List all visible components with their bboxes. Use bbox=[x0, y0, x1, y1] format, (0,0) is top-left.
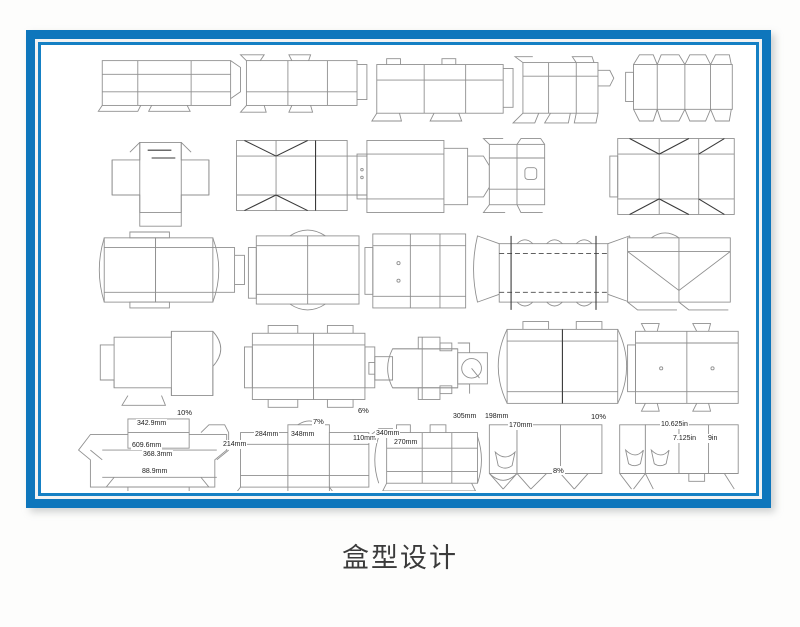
artboard-frame: .l { fill:none; stroke:#8f8f8f; stroke-w… bbox=[26, 30, 771, 508]
dimension-label-c3: 340mm bbox=[375, 429, 401, 438]
dimension-label-b3: 348mm bbox=[290, 430, 316, 439]
dieline-r2c4 bbox=[482, 138, 546, 213]
dieline-sheet: .l { fill:none; stroke:#8f8f8f; stroke-w… bbox=[43, 47, 754, 491]
dimension-label-c4: 270mm bbox=[393, 438, 419, 447]
dieline-r5c4 bbox=[488, 424, 603, 490]
dimension-label-e2: 10.625in bbox=[660, 420, 689, 429]
dieline-r2c1 bbox=[111, 141, 210, 227]
dieline-r4c1 bbox=[99, 330, 222, 406]
dieline-r1c2 bbox=[239, 54, 368, 113]
dimension-label-e1: 10% bbox=[590, 412, 608, 421]
frame-inner-line: .l { fill:none; stroke:#8f8f8f; stroke-w… bbox=[38, 42, 759, 496]
dimension-label-a4: 88.9mm bbox=[141, 467, 169, 476]
dieline-r2c5 bbox=[609, 138, 735, 215]
dieline-r1c5 bbox=[625, 54, 733, 122]
dieline-r4c4 bbox=[497, 321, 627, 404]
dimension-label-a1: 342.9mm bbox=[136, 419, 168, 428]
dimension-label-a3: 368.3mm bbox=[142, 450, 174, 459]
dimension-label-c2: 110mm bbox=[352, 434, 377, 443]
dimension-label-d1: 305mm bbox=[452, 412, 478, 421]
dimension-label-b4: 7% bbox=[312, 417, 325, 426]
dieline-r3c1 bbox=[98, 231, 245, 309]
dieline-drawings: .l { fill:none; stroke:#8f8f8f; stroke-w… bbox=[77, 54, 739, 491]
dieline-r3c5 bbox=[627, 232, 731, 311]
dimension-label-e3: 7.125in bbox=[672, 434, 697, 443]
dieline-r2c3 bbox=[356, 140, 490, 213]
dieline-r5c5 bbox=[619, 424, 739, 490]
dieline-r3c3 bbox=[364, 233, 467, 309]
frame-bevel: .l { fill:none; stroke:#8f8f8f; stroke-w… bbox=[35, 39, 762, 499]
dimension-label-e4: 9in bbox=[707, 434, 719, 443]
dieline-r3c4 bbox=[473, 235, 634, 310]
dieline-r1c3 bbox=[371, 58, 514, 122]
dieline-r1c4 bbox=[511, 56, 615, 124]
dieline-r4c5 bbox=[627, 323, 739, 412]
dimension-label-d4: 8% bbox=[552, 466, 565, 475]
dimension-label-b2: 284mm bbox=[254, 430, 280, 439]
dimension-label-a5: 10% bbox=[176, 408, 194, 417]
dieline-r4c2 bbox=[244, 325, 376, 408]
dimension-label-c1: 6% bbox=[357, 406, 370, 415]
dimension-label-d3: 170mm bbox=[508, 421, 534, 430]
page-title: 盒型设计 bbox=[342, 543, 458, 573]
dieline-r4c3 bbox=[368, 336, 488, 400]
dimension-label-a2: 609.6mm bbox=[131, 441, 163, 450]
dieline-r2c2 bbox=[236, 139, 370, 212]
dimension-label-b1: 214mm bbox=[222, 440, 248, 449]
dimension-label-d2: 198mm bbox=[484, 412, 510, 421]
dieline-r3c2 bbox=[247, 229, 360, 311]
dieline-r1c1 bbox=[97, 60, 241, 112]
